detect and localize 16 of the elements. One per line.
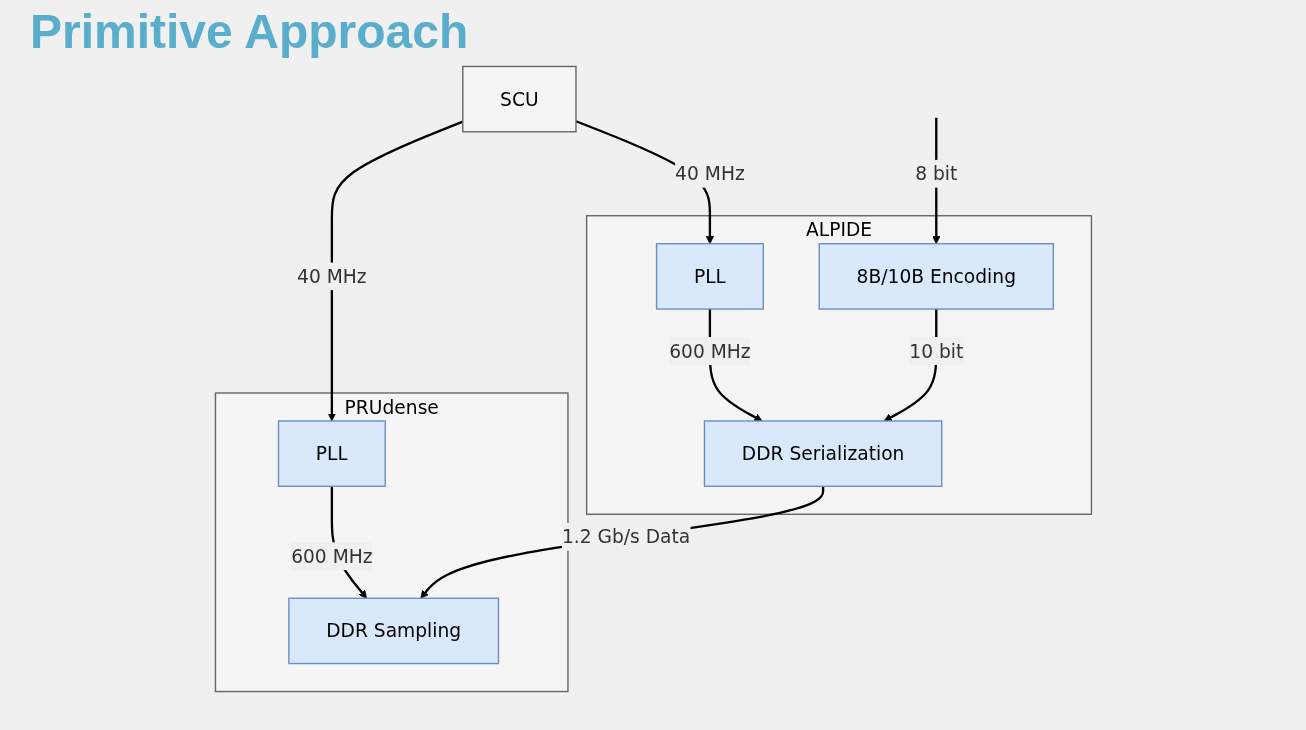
node-box: PLL	[655, 243, 764, 310]
edge-label: 1.2 Gb/s Data	[561, 525, 690, 548]
node-box: 8B/10B Encoding	[818, 243, 1054, 310]
edge-label: 40 MHz	[296, 265, 367, 288]
arrow	[327, 120, 463, 422]
node-box: PLL	[277, 420, 386, 487]
edge-label: 40 MHz	[674, 162, 745, 185]
node-box: SCU	[461, 65, 577, 133]
node-box: DDR Serialization	[703, 420, 942, 487]
arrow	[419, 486, 824, 599]
slide-title: Primitive Approach	[30, 4, 470, 59]
edge-label: 8 bit	[914, 162, 957, 185]
edge-label: 600 MHz	[668, 339, 751, 363]
node-box: DDR Sampling	[287, 597, 499, 665]
edge-label: 600 MHz	[290, 545, 373, 568]
edge-label: 10 bit	[908, 339, 963, 363]
